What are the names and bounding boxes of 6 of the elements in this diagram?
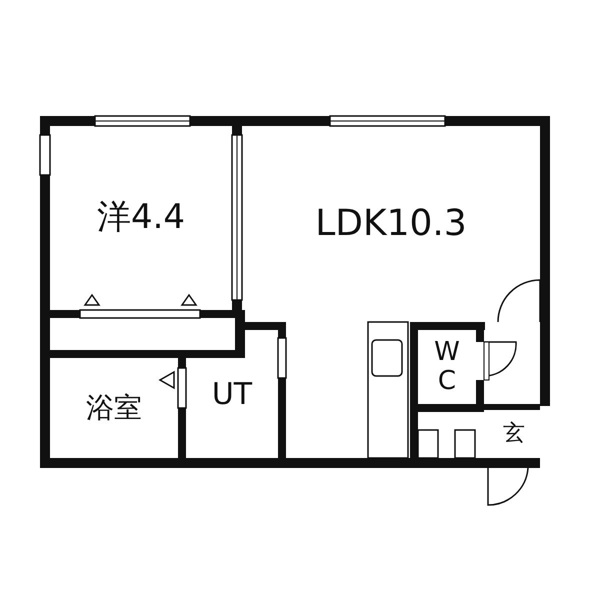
room-label: 玄 <box>503 422 525 446</box>
room-label: UT <box>212 378 252 410</box>
room-label: LDK10.3 <box>315 204 467 244</box>
room-label: W C <box>433 338 461 396</box>
room-label: 浴室 <box>86 392 142 424</box>
room-label: 洋4.4 <box>96 199 186 237</box>
